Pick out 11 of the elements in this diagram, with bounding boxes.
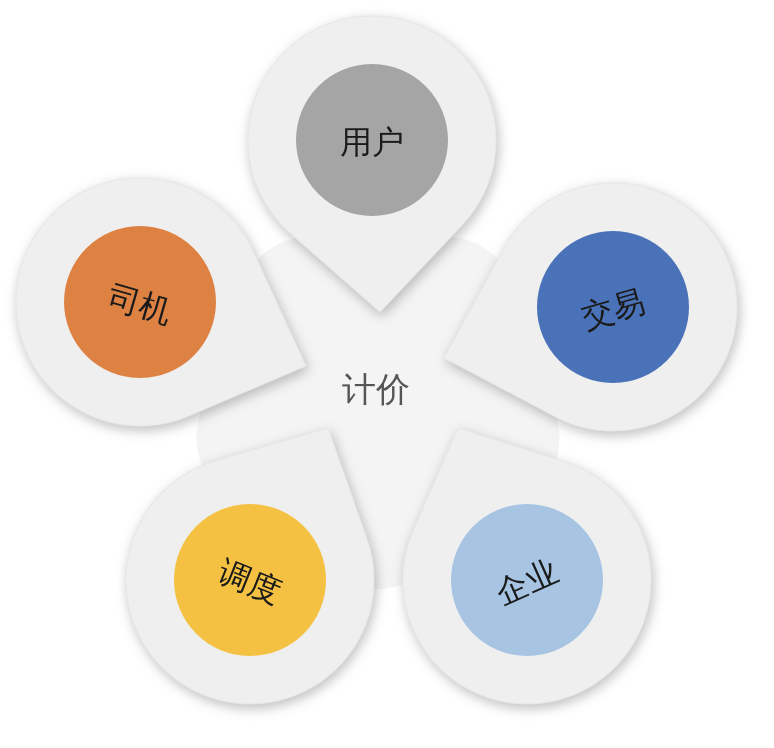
node-label: 用户: [340, 126, 404, 158]
node-label: 调度: [214, 555, 286, 609]
pin-marker: [444, 183, 737, 431]
node-label: 企业: [491, 554, 563, 610]
pin-marker: [126, 428, 374, 704]
pin-marker: [248, 16, 496, 312]
node-label: 交易: [578, 284, 648, 334]
pin-marker: [16, 178, 306, 426]
node-label: 司机: [104, 280, 176, 328]
pin-marker: [403, 428, 651, 704]
node-label: 计价: [342, 373, 410, 407]
